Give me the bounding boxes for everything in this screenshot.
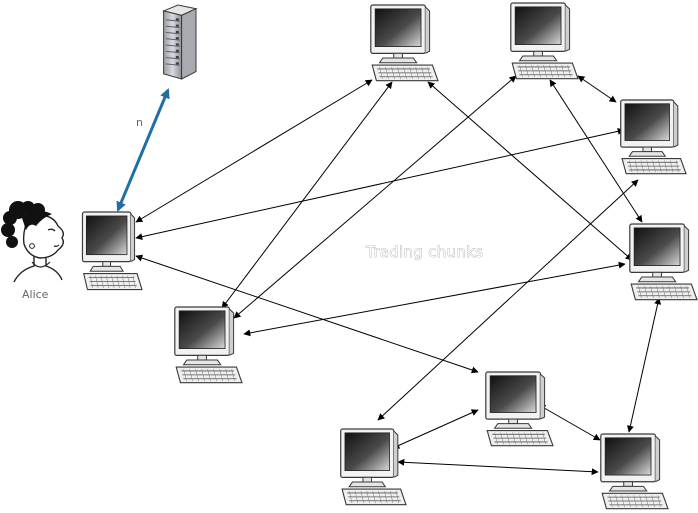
link-peer-bottom-left-to-peer-bottom-right [397,458,599,476]
alice-label: Alice [22,288,49,301]
link-peer-bottom-mid-to-peer-bottom-right [538,404,601,441]
peer-left-computer-icon [174,306,243,384]
link-peer-top-1-to-peer-right-2 [427,81,633,261]
tracker-side-label: n [136,116,143,129]
alice-computer-icon [81,211,143,291]
link-alice-to-peer-right-1 [135,127,625,241]
peer-right-2-computer-icon [629,223,698,301]
peer-top-1-computer-icon [370,4,439,82]
peer-bottom-left-computer-icon [340,428,407,506]
link-alice-to-peer-top-1 [135,79,373,223]
link-alice-to-server [116,88,170,212]
links-layer [116,75,662,476]
peer-bottom-mid-computer-icon [485,371,554,447]
link-peer-top-2-to-peer-left [233,75,517,319]
peer-bottom-right-computer-icon [600,433,669,510]
alice-person-icon [1,201,65,283]
link-peer-top-1-to-peer-left [221,81,393,309]
link-peer-top-2-to-peer-right-1 [577,75,617,103]
link-peer-bottom-mid-to-peer-bottom-left [392,409,479,449]
nodes-layer [81,2,698,510]
peer-right-1-computer-icon [620,99,687,175]
peer-top-2-computer-icon [510,2,579,80]
trading-chunks-label: Trading chunks [365,243,483,261]
link-peer-right-2-to-peer-bottom-right [626,297,662,433]
link-peer-right-2-to-peer-left [243,261,626,337]
server-icon [161,4,198,80]
